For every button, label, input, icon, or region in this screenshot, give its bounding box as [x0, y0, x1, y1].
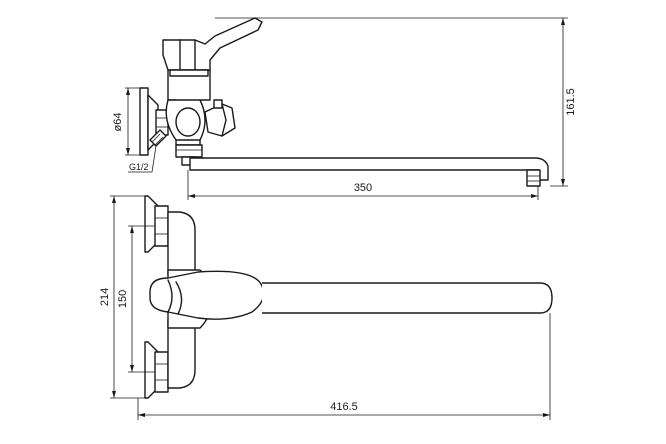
upper-nut-front: [154, 205, 169, 247]
thread-connector-side: [149, 129, 167, 147]
lower-arm-front: [167, 319, 196, 389]
wall-flange-side: [139, 87, 149, 156]
dim-height-front: 214: [99, 288, 111, 306]
side-view: [139, 17, 549, 187]
front-view: [144, 195, 553, 399]
dim-total-length: 416.5: [330, 401, 358, 413]
dim-thread: G1/2: [129, 162, 149, 172]
upper-arm-front: [167, 211, 196, 276]
spout-front: [262, 282, 553, 314]
side-dimensions: ø64 G1/2 161.5 350: [112, 17, 577, 200]
dim-diameter: ø64: [112, 113, 124, 132]
cartridge-ring: [169, 69, 209, 77]
dim-spacing: 150: [117, 290, 129, 308]
diverter-housing: [175, 107, 201, 137]
dim-height-top: 161.5: [565, 88, 577, 116]
dim-reach: 350: [354, 182, 372, 194]
lever-handle-side: [162, 17, 263, 71]
lever-handle-front: [149, 270, 265, 320]
spout-side: [189, 157, 549, 181]
front-dimensions: 214 150 416.5: [99, 195, 551, 420]
lower-nut-front: [154, 351, 169, 393]
spout-nut-side: [175, 144, 203, 158]
aerator-side: [526, 169, 541, 187]
diverter-button: [213, 99, 223, 109]
diverter-knob: [204, 103, 236, 137]
